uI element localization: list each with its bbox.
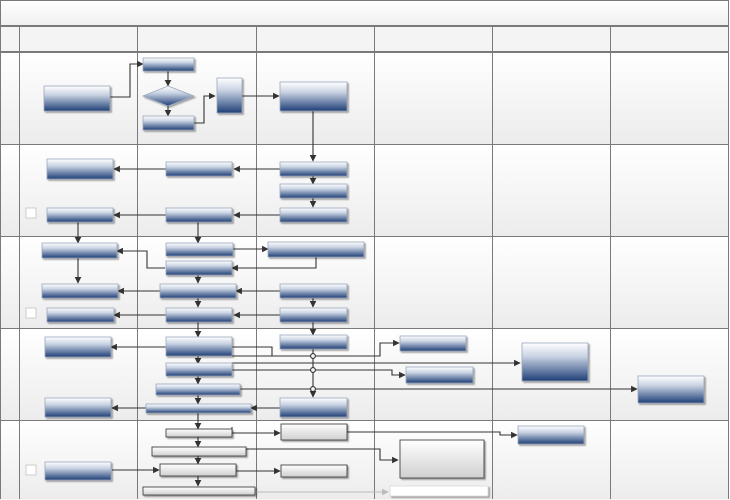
process-box: [279, 161, 348, 177]
lane-band-1: [0, 52, 729, 145]
process-box: [155, 383, 241, 396]
process-box: [145, 403, 252, 414]
process-box: [165, 336, 233, 357]
process-box: [44, 336, 112, 358]
lane-band-5: [0, 420, 729, 500]
process-box: [165, 260, 233, 276]
lane-band-4: [0, 328, 729, 421]
lane-marker: [25, 207, 37, 219]
inactive-box: [142, 486, 256, 496]
process-box: [41, 242, 118, 259]
inactive-box: [280, 423, 348, 441]
process-box: [521, 342, 589, 382]
lane-marker: [25, 464, 37, 476]
connector: [110, 60, 144, 98]
inactive-shapes: [142, 423, 489, 497]
connector: [232, 339, 400, 357]
process-box: [517, 425, 585, 445]
process-box: [279, 307, 348, 323]
process-box: [165, 161, 233, 177]
process-box: [279, 207, 348, 223]
process-box: [267, 241, 365, 258]
connector: [116, 247, 165, 269]
inactive-box: [165, 428, 233, 438]
process-box: [142, 115, 195, 131]
process-box: [279, 81, 348, 112]
process-box: [279, 397, 348, 418]
connector: [231, 257, 317, 272]
process-box: [279, 334, 348, 350]
decision-diamond: [141, 85, 196, 107]
column-header-row: [0, 26, 729, 52]
process-box: [142, 57, 195, 72]
process-box: [405, 366, 474, 384]
process-box: [46, 158, 114, 180]
process-box: [279, 283, 348, 299]
process-box: [637, 375, 705, 404]
inactive-box: [280, 464, 348, 478]
inactive-box: [389, 485, 489, 497]
process-box: [41, 283, 119, 299]
process-box: [165, 307, 233, 323]
lane-grid: [0, 26, 729, 499]
process-box: [46, 207, 114, 223]
connector: [194, 92, 216, 124]
process-box: [165, 362, 233, 377]
inactive-box: [399, 439, 485, 479]
inactive-box: [159, 463, 237, 477]
process-box: [159, 283, 237, 299]
connector: [246, 448, 399, 464]
lane-band-2: [0, 144, 729, 237]
process-box: [279, 183, 348, 199]
line-jumps: [310, 353, 316, 392]
inactive-box: [151, 446, 247, 457]
process-box: [44, 461, 112, 481]
lane-marker: [25, 307, 37, 319]
title-bar: [0, 0, 729, 26]
process-box: [43, 85, 111, 112]
process-box: [399, 335, 467, 352]
process-box: [216, 77, 243, 114]
process-box: [44, 397, 112, 418]
process-box: [46, 307, 115, 323]
process-box: [165, 242, 234, 257]
process-shapes: [41, 57, 705, 481]
process-box: [165, 207, 233, 223]
